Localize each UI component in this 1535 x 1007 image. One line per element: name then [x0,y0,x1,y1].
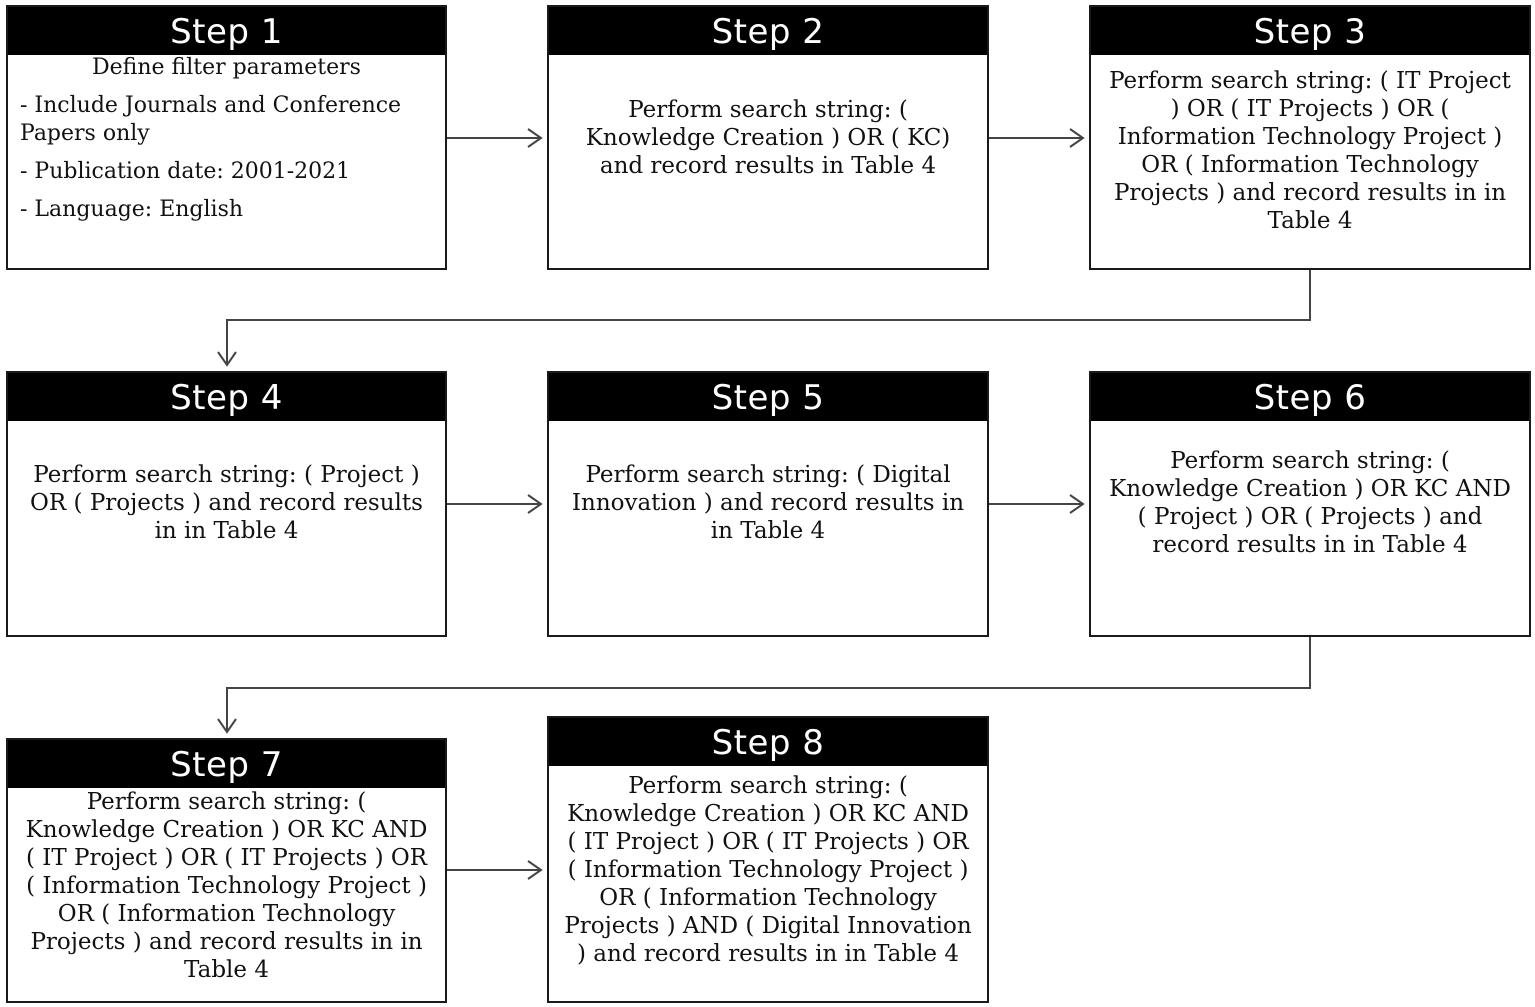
step-1-body: Define filter parameters - Include Journ… [8,54,445,224]
step-6-text: Perform search string: ( Knowledge Creat… [1109,448,1511,558]
step-4-body: Perform search string: ( Project ) OR ( … [8,421,445,545]
step-6-box: Step 6 Perform search string: ( Knowledg… [1089,371,1531,637]
step-7-body: Perform search string: ( Knowledge Creat… [8,788,445,984]
step-4-box: Step 4 Perform search string: ( Project … [6,371,447,637]
step-6-body: Perform search string: ( Knowledge Creat… [1091,421,1529,559]
step-5-box: Step 5 Perform search string: ( Digital … [547,371,989,637]
step-7-title: Step 7 [8,740,445,788]
step-5-body: Perform search string: ( Digital Innovat… [549,421,987,545]
arrowhead-step3-step4 [217,351,237,367]
arrowhead-step2-step3 [1069,128,1085,148]
step-3-box: Step 3 Perform search string: ( IT Proje… [1089,5,1531,270]
step-1-box: Step 1 Define filter parameters - Includ… [6,5,447,270]
step-2-body: Perform search string: ( Knowledge Creat… [549,55,987,180]
arrow-step3-step4 [226,270,1311,364]
arrowhead-step4-step5 [527,494,543,514]
step-5-title: Step 5 [549,373,987,421]
arrowhead-step6-step7 [217,718,237,734]
step-7-box: Step 7 Perform search string: ( Knowledg… [6,738,447,1003]
step-1-heading: Define filter parameters [92,55,361,80]
step-3-title: Step 3 [1091,7,1529,55]
step-8-title: Step 8 [549,718,987,766]
arrowhead-step5-step6 [1069,494,1085,514]
step-8-box: Step 8 Perform search string: ( Knowledg… [547,716,989,1003]
step-2-title: Step 2 [549,7,987,55]
step-1-bullet-language: - Language: English [20,197,244,222]
step-3-text: Perform search string: ( IT Project ) OR… [1109,68,1511,234]
step-1-bullet-journals: - Include Journals and Conference Papers… [20,93,402,146]
step-4-title: Step 4 [8,373,445,421]
step-2-box: Step 2 Perform search string: ( Knowledg… [547,5,989,270]
step-8-text: Perform search string: ( Knowledge Creat… [564,773,972,967]
step-1-title: Step 1 [8,7,445,55]
step-1-bullet-date: - Publication date: 2001-2021 [20,159,351,184]
step-5-text: Perform search string: ( Digital Innovat… [571,462,965,544]
step-7-text: Perform search string: ( Knowledge Creat… [25,789,428,983]
step-6-title: Step 6 [1091,373,1529,421]
arrowhead-step1-step2 [527,128,543,148]
step-3-body: Perform search string: ( IT Project ) OR… [1091,55,1529,235]
step-4-text: Perform search string: ( Project ) OR ( … [30,462,423,544]
step-2-text: Perform search string: ( Knowledge Creat… [585,97,951,179]
step-8-body: Perform search string: ( Knowledge Creat… [549,766,987,968]
arrowhead-step7-step8 [527,860,543,880]
